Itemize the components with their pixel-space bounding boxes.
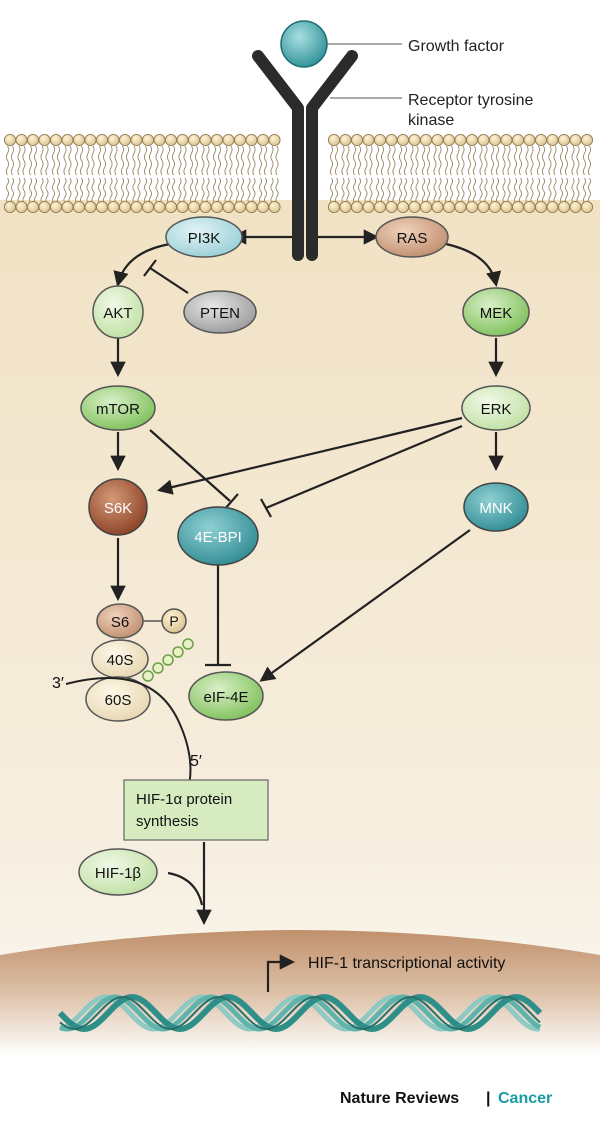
60s-label: 60S (105, 692, 132, 709)
cell-membrane (3, 133, 594, 214)
ras-node (375, 216, 449, 258)
hif1b-label: HIF-1β (95, 865, 142, 882)
dna-helix (57, 993, 543, 1033)
eif4e-label: eIF-4E (203, 689, 248, 706)
akt-label: AKT (103, 305, 132, 322)
s6-label: S6 (111, 614, 129, 631)
pathway-edges (110, 229, 504, 992)
60s-node (85, 676, 151, 722)
40s-label: 40S (107, 652, 134, 669)
s6-node (96, 603, 144, 639)
eif4e-node (188, 671, 264, 721)
edge-hif1b-join (167, 871, 204, 906)
pi3k-node (165, 216, 243, 258)
edge-erk-4ebp1-inhibit (265, 424, 463, 510)
4ebp1-node (177, 506, 259, 566)
edge-ras-mek (445, 242, 502, 288)
mnk-label: MNK (479, 500, 512, 517)
pi3k-label: PI3K (188, 230, 221, 247)
edge-mtor-4ebp1-inhibit (149, 429, 231, 502)
edge-pi3k-akt (113, 242, 171, 287)
s6k-node (88, 478, 148, 536)
pten-node (183, 290, 257, 334)
mtor-label: mTOR (96, 401, 140, 418)
receptor-tyrosine-kinase (252, 50, 358, 261)
erk-label: ERK (481, 401, 512, 418)
hif1a-label-line1: HIF-1α protein (136, 791, 232, 808)
4ebp1-label: 4E-BPI (194, 529, 242, 546)
akt-node (92, 285, 144, 339)
three-prime-label: 3′ (52, 675, 64, 692)
pathway-nodes: PI3K RAS AKT PTEN MEK mTOR ERK S6K MNK 4… (78, 216, 531, 896)
nascent-peptide-chain (142, 638, 194, 682)
transcription-label: HIF-1 transcriptional activity (308, 955, 505, 972)
receptor-label-line1: Receptor tyrosine (408, 92, 533, 109)
five-prime-label: 5′ (190, 753, 202, 770)
mrna-strand (65, 677, 192, 791)
pten-label: PTEN (200, 305, 240, 322)
growth-factor-ball (280, 20, 328, 68)
mnk-node (463, 482, 529, 532)
hif1a-label-line2: synthesis (136, 813, 199, 830)
journal-section: Cancer (498, 1090, 552, 1107)
hif1a-synthesis-box (123, 779, 269, 841)
journal-name: Nature Reviews (340, 1090, 459, 1107)
hif1b-node (78, 848, 158, 896)
phosphate-label: P (169, 613, 178, 629)
mtor-node (80, 385, 156, 431)
edge-pten-pi3k-bar (143, 259, 157, 277)
edge-erk-s6k (157, 416, 463, 495)
nucleus (0, 930, 600, 1055)
s6k-label: S6K (104, 500, 132, 517)
edge-erk-4ebp1-bar (260, 498, 272, 518)
mek-node (462, 287, 530, 337)
phosphate-node (161, 608, 187, 634)
mek-label: MEK (480, 305, 513, 322)
ras-label: RAS (397, 230, 428, 247)
edge-transcription-arrow (266, 954, 296, 992)
footer-separator: | (486, 1090, 490, 1107)
receptor-label-line2: kinase (408, 112, 454, 129)
growth-factor-label: Growth factor (408, 38, 505, 55)
edge-mnk-eif4e (259, 529, 471, 682)
edge-pten-pi3k-inhibit (149, 267, 189, 294)
erk-node (461, 385, 531, 431)
